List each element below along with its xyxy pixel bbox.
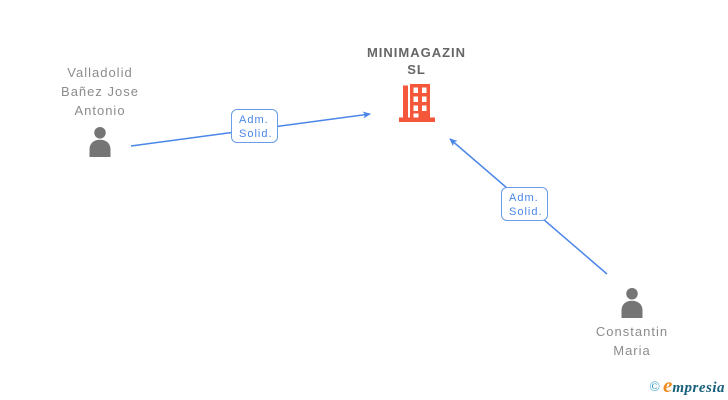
logo-letter-e: e <box>663 373 673 397</box>
company-node-minimagazin-sl[interactable]: MINIMAGAZIN SL <box>354 44 479 122</box>
edge-label-adm-solid-2: Adm. Solid. <box>501 187 548 221</box>
person-name: Constantin Maria <box>571 322 693 360</box>
person-node-constantin-maria[interactable]: Constantin Maria <box>571 286 693 360</box>
person-icon <box>621 288 643 318</box>
company-name-line: MINIMAGAZIN <box>366 45 467 60</box>
person-name-line: Valladolid <box>67 65 133 80</box>
person-name-line: Maria <box>613 343 651 358</box>
empresia-logo[interactable]: ©empresia <box>649 373 725 398</box>
edge-label-line: Solid. <box>239 128 273 140</box>
company-name-line: SL <box>407 62 426 77</box>
person-name-line: Bañez Jose <box>61 84 139 99</box>
company-name: MINIMAGAZIN SL <box>354 44 479 78</box>
building-icon <box>398 84 435 122</box>
person-name: Valladolid Bañez Jose Antonio <box>35 63 165 120</box>
copyright-icon: © <box>649 380 660 395</box>
edge-label-line: Adm. <box>509 192 539 204</box>
person-name-line: Antonio <box>74 103 126 118</box>
edge-label-adm-solid-1: Adm. Solid. <box>231 109 278 143</box>
logo-text: mpresia <box>672 380 725 396</box>
person-name-line: Constantin <box>595 324 669 339</box>
edge-label-line: Solid. <box>509 206 543 218</box>
person-node-valladolid-banez-jose-antonio[interactable]: Valladolid Bañez Jose Antonio <box>35 63 165 158</box>
edge-label-line: Adm. <box>239 114 269 126</box>
person-icon <box>89 127 111 157</box>
